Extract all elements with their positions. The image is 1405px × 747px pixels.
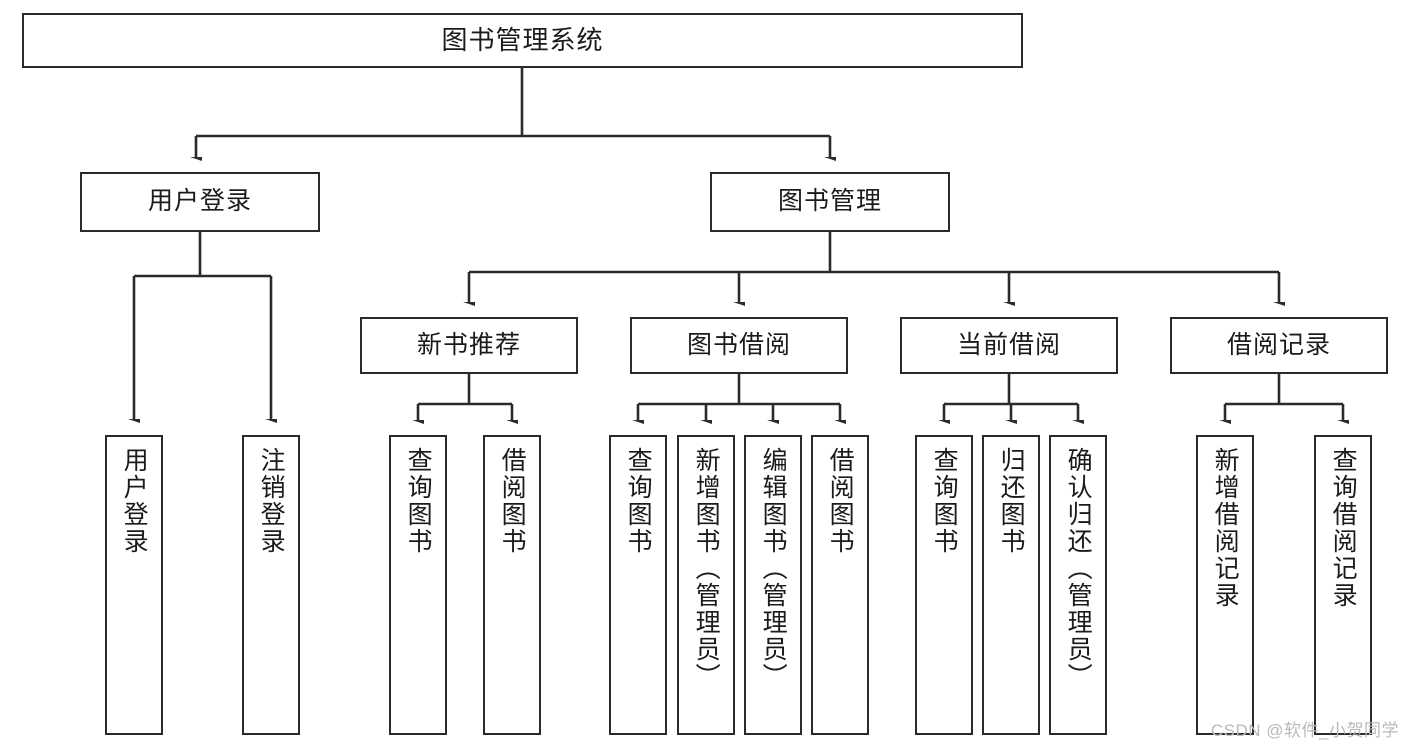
node-user-login[interactable]: 用户登录 bbox=[80, 172, 320, 232]
node-borrow-record[interactable]: 借阅记录 bbox=[1170, 317, 1388, 374]
leaf-new-book-borrow-book[interactable]: 借阅图书 bbox=[483, 435, 541, 735]
leaf-current-borrow-return-book[interactable]: 归还图书 bbox=[982, 435, 1040, 735]
node-label: 借阅图书 bbox=[826, 447, 855, 555]
leaf-new-book-query-book[interactable]: 查询图书 bbox=[389, 435, 447, 735]
leaf-borrow-record-query-record[interactable]: 查询借阅记录 bbox=[1314, 435, 1372, 735]
node-label: 用户登录 bbox=[120, 447, 149, 555]
node-label: 注销登录 bbox=[257, 447, 286, 555]
leaf-book-borrow-borrow-book[interactable]: 借阅图书 bbox=[811, 435, 869, 735]
node-label: 查询图书 bbox=[624, 447, 653, 555]
node-label: 新增借阅记录 bbox=[1211, 447, 1240, 609]
leaf-user-login-logout[interactable]: 注销登录 bbox=[242, 435, 300, 735]
node-label: 编辑图书（管理员） bbox=[759, 447, 788, 690]
leaf-current-borrow-confirm-return-admin[interactable]: 确认归还（管理员） bbox=[1049, 435, 1107, 735]
leaf-user-login-login[interactable]: 用户登录 bbox=[105, 435, 163, 735]
leaf-book-borrow-query-book[interactable]: 查询图书 bbox=[609, 435, 667, 735]
node-label: 当前借阅 bbox=[956, 330, 1061, 359]
node-label: 查询图书 bbox=[404, 447, 433, 555]
node-label: 查询借阅记录 bbox=[1329, 447, 1358, 609]
leaf-current-borrow-query-book[interactable]: 查询图书 bbox=[915, 435, 973, 735]
node-label: 新增图书（管理员） bbox=[692, 447, 721, 690]
node-new-book-recommend[interactable]: 新书推荐 bbox=[360, 317, 578, 374]
leaf-book-borrow-edit-book-admin[interactable]: 编辑图书（管理员） bbox=[744, 435, 802, 735]
node-label: 图书管理系统 bbox=[441, 25, 604, 56]
leaf-book-borrow-add-book-admin[interactable]: 新增图书（管理员） bbox=[677, 435, 735, 735]
node-book-management[interactable]: 图书管理 bbox=[710, 172, 950, 232]
node-label: 图书借阅 bbox=[686, 330, 791, 359]
node-label: 借阅记录 bbox=[1226, 330, 1331, 359]
csdn-watermark: CSDN @软件_小贺同学 bbox=[1210, 721, 1399, 740]
node-label: 归还图书 bbox=[997, 447, 1026, 555]
leaf-borrow-record-add-record[interactable]: 新增借阅记录 bbox=[1196, 435, 1254, 735]
node-label: 借阅图书 bbox=[498, 447, 527, 555]
node-book-borrow[interactable]: 图书借阅 bbox=[630, 317, 848, 374]
node-current-borrow[interactable]: 当前借阅 bbox=[900, 317, 1118, 374]
node-label: 图书管理 bbox=[777, 187, 882, 216]
node-label: 用户登录 bbox=[147, 187, 252, 216]
node-label: 确认归还（管理员） bbox=[1064, 447, 1093, 690]
node-label: 新书推荐 bbox=[416, 330, 521, 359]
node-root-book-management-system[interactable]: 图书管理系统 bbox=[22, 13, 1023, 68]
node-label: 查询图书 bbox=[930, 447, 959, 555]
